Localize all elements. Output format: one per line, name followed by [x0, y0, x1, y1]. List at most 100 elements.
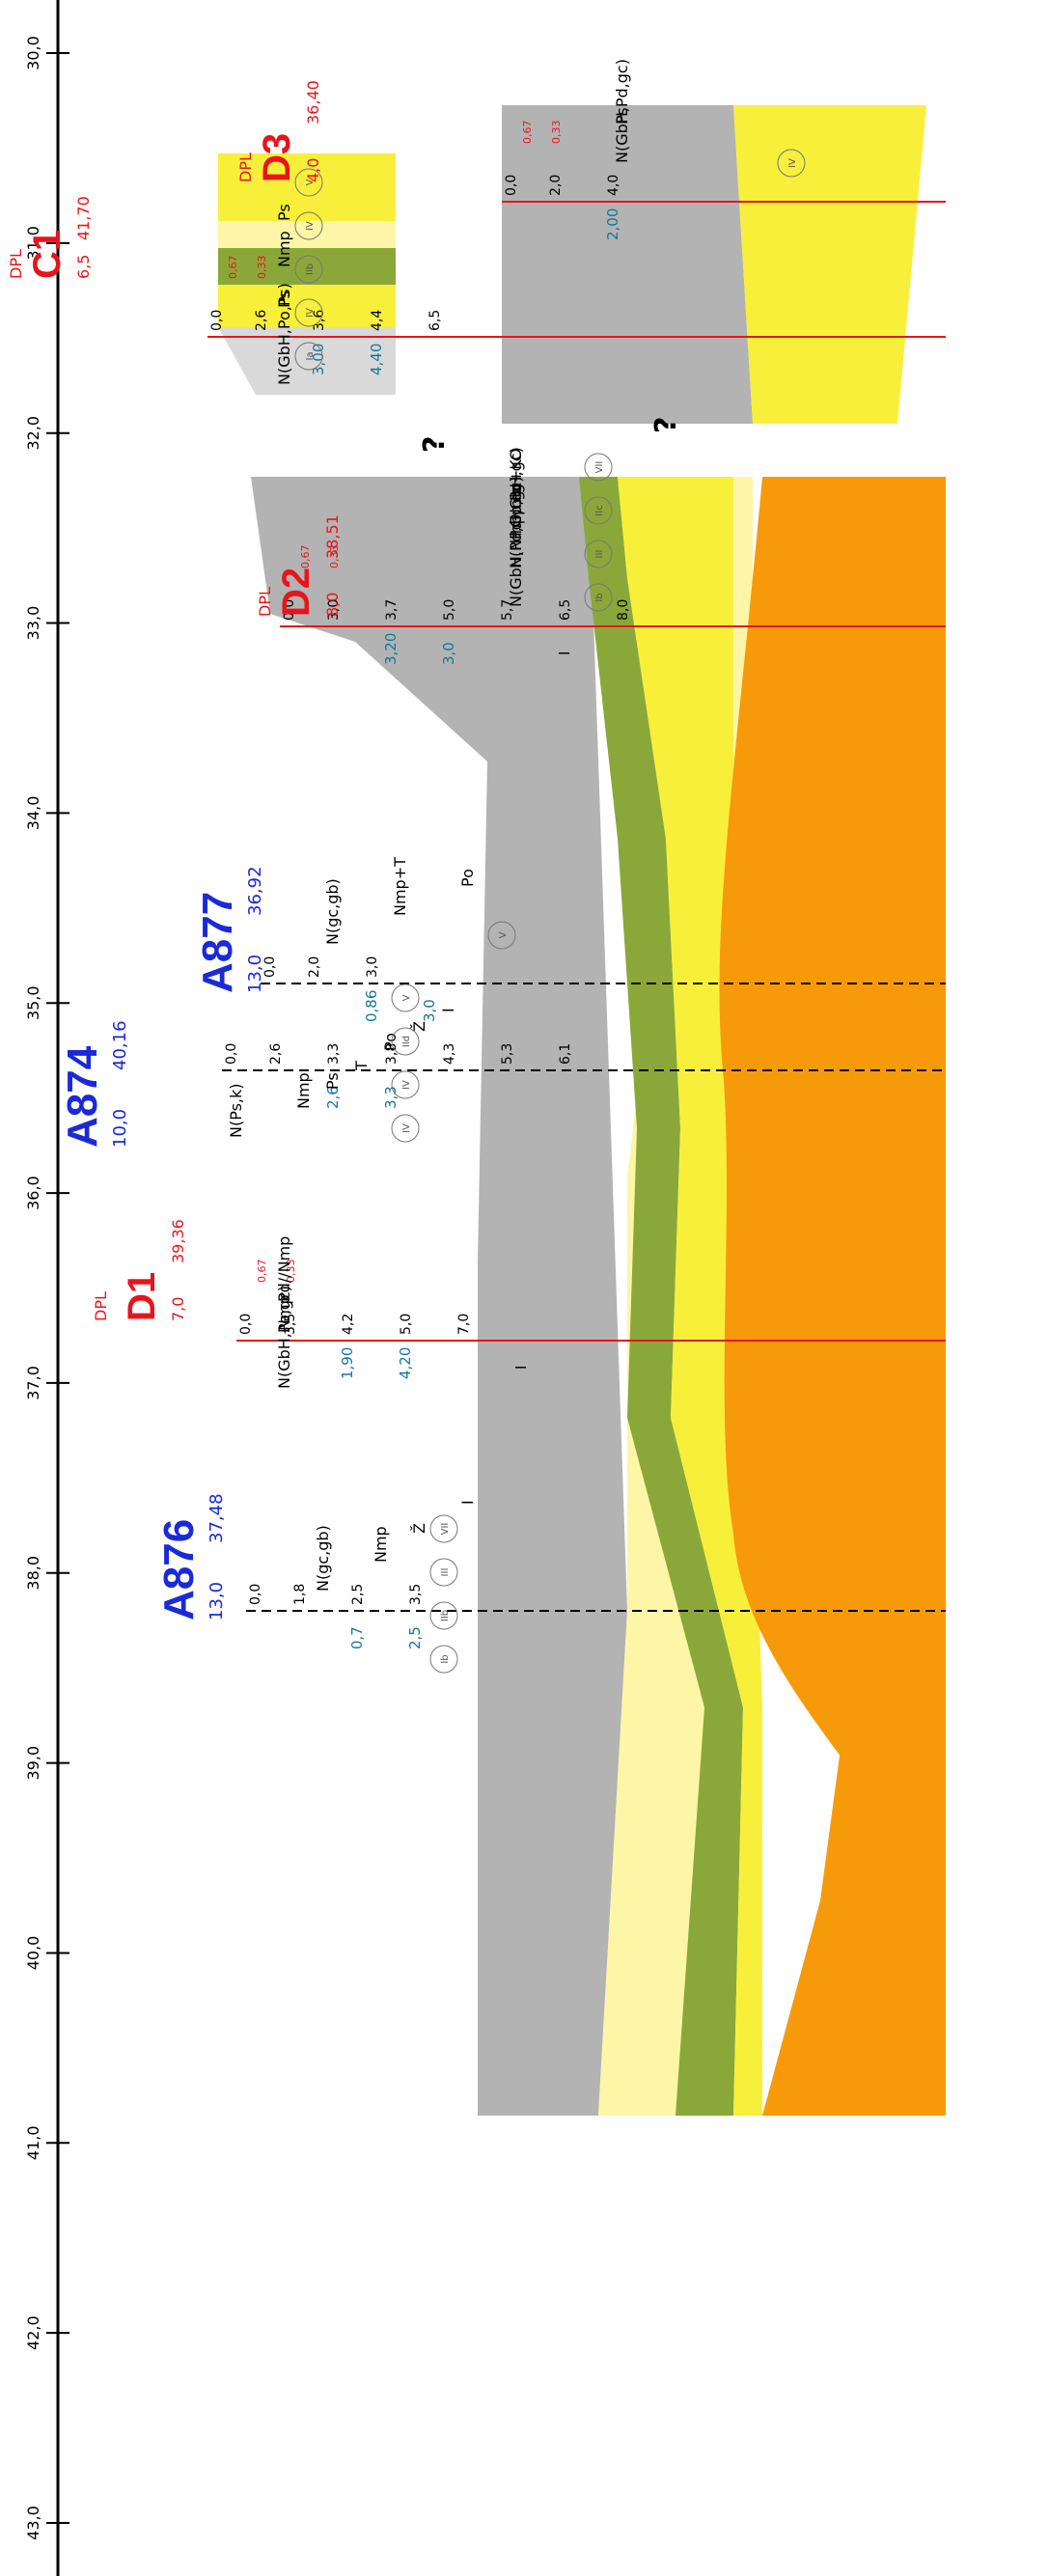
a877-water-level: 3,0 — [421, 999, 438, 1022]
c1-scale-bottom: 0,33 — [256, 256, 268, 280]
zone-circle — [584, 453, 613, 482]
d2-depth-label: 5,7 — [500, 599, 515, 621]
zone-label: III — [594, 550, 605, 559]
label-c1-layer-3: Ps — [275, 204, 293, 221]
d2-depth-label: 3,0 — [326, 599, 342, 621]
zone-circle — [294, 255, 323, 284]
d3-depth: 4,0 — [304, 158, 322, 182]
a874-elev: 40,16 — [110, 1020, 130, 1070]
d2-top-value: 0,0 — [282, 599, 297, 621]
d2-scale-bottom: 0,33 — [328, 545, 341, 569]
axis-tick-label: 42,0 — [24, 2315, 42, 2350]
zone-circle — [391, 1027, 420, 1056]
zone-circle — [391, 983, 420, 1012]
c1-depth-label: 2,6 — [254, 310, 269, 331]
zone-label: VII — [594, 461, 605, 474]
d3-method: DPL — [236, 152, 255, 182]
a876-depth-label: 1,8 — [292, 1584, 308, 1605]
label-d2-layer-2: Pd — [507, 520, 525, 540]
d2-depth-label: 5,0 — [442, 599, 457, 621]
d1-depth-label: 7,0 — [456, 1314, 472, 1335]
a874-water-level: 3,3 — [382, 1086, 400, 1109]
c1-header: C1 DPL 6,5 41,70 — [7, 196, 93, 279]
zone-circle — [294, 342, 323, 371]
label-a876-layer-0: N(gc,gb) — [314, 1525, 332, 1592]
zone-label: IV — [787, 158, 798, 168]
unit-gray-d3 — [502, 105, 753, 424]
d1-method: DPL — [92, 1291, 110, 1321]
label-d2-layer-3: Nmg — [507, 484, 525, 520]
unit-iib-fill — [218, 248, 396, 285]
unit-iv-upper-fill — [218, 285, 396, 327]
label-a876-layer-2: Ž — [410, 1523, 428, 1534]
zone-label: IIc — [594, 505, 605, 515]
label-c1-layer-0: N(GbH,Po,Ps) — [275, 283, 293, 385]
label-a874-layer-1: Nmp — [294, 1072, 313, 1109]
d2-id: D2 — [275, 568, 317, 617]
axis-tick-label: 39,0 — [24, 1746, 42, 1781]
orange-lens — [719, 477, 946, 1900]
zone-label: IV — [305, 221, 316, 231]
axis-tick-label: 32,0 — [24, 416, 42, 451]
axis-tick-label: 36,0 — [24, 1176, 42, 1210]
c1-water-level: 4,40 — [368, 344, 385, 375]
d3-depth-label: 2,0 — [548, 175, 564, 196]
zone-label: Ib — [440, 1654, 451, 1663]
section-d3 — [502, 105, 926, 424]
d1-depth-label: 3,5 — [283, 1314, 298, 1335]
d1-depth-label: 5,0 — [399, 1314, 414, 1335]
d2-water-level: 3,20 — [382, 633, 400, 665]
label-d3-layer-0: N(GbH,Pd,gc) — [613, 59, 631, 163]
zone-label: V — [498, 931, 509, 938]
zone-markers: IaIVIIbIVVIVIVIIdVIbIIbIIIVIIVIbIIIIIcVI… — [294, 149, 806, 1674]
zone-circle — [429, 1558, 458, 1587]
c1-depth-label: 6,5 — [427, 310, 443, 331]
d2-elev: 38,51 — [323, 514, 342, 559]
a877-top-value: 0,0 — [262, 956, 278, 978]
d2-method: DPL — [256, 587, 274, 617]
zone-circle — [294, 211, 323, 240]
zone-circle — [584, 583, 613, 612]
zone-circle — [294, 168, 323, 197]
a877-depth: 13,0 — [245, 955, 265, 993]
d2-depth-label: 6,5 — [558, 599, 573, 621]
zone-label: V — [305, 179, 316, 185]
a876-top-value: 0,0 — [248, 1584, 263, 1605]
d2-header: D2 DPL 8,0 38,51 — [256, 514, 342, 617]
question-mark-left: ? — [418, 436, 452, 453]
label-a874-layer-4: Po — [381, 1033, 400, 1051]
axis-tick-label: 43,0 — [24, 2506, 42, 2540]
a876-header: A876 13,0 37,48 — [155, 1493, 227, 1620]
zone-circle — [294, 298, 323, 327]
d2-depth-label: 8,0 — [616, 599, 631, 621]
fill-olive-main — [579, 477, 743, 2116]
zone-circle — [584, 540, 613, 568]
zone-label: IV — [401, 1123, 412, 1133]
d3-scale-top: 0,67 — [521, 121, 534, 145]
a877-water-level: 0,86 — [363, 990, 380, 1022]
c1-method: DPL — [7, 249, 25, 279]
label-a876-layer-3: I — [458, 1500, 477, 1505]
a876-id: A876 — [155, 1519, 203, 1620]
section-c1 — [218, 153, 396, 395]
zone-label: IV — [401, 1080, 412, 1090]
d1-mark: I — [512, 1366, 530, 1370]
c1-depth-label: 3,6 — [312, 310, 327, 331]
a874-depth-label: 6,1 — [558, 1043, 573, 1065]
a874-depth: 10,0 — [110, 1109, 130, 1148]
zone-label: VII — [440, 1523, 451, 1536]
a877-header: A877 13,0 36,92 — [194, 866, 265, 993]
c1-depth-label: 4,4 — [370, 310, 385, 331]
axis-tick-label: 38,0 — [24, 1556, 42, 1591]
a874-depth-label: 4,3 — [442, 1043, 457, 1065]
label-a877-layer-2: Po — [458, 869, 477, 887]
unit-iv-lower-fill — [218, 221, 396, 248]
zone-circle — [391, 1114, 420, 1143]
unit-ia-fill — [218, 327, 396, 395]
d2-depth-label: 3,7 — [384, 599, 400, 621]
zone-label: Ia — [305, 351, 316, 360]
d1-header: D1 DPL 7,0 39,36 — [92, 1219, 187, 1321]
